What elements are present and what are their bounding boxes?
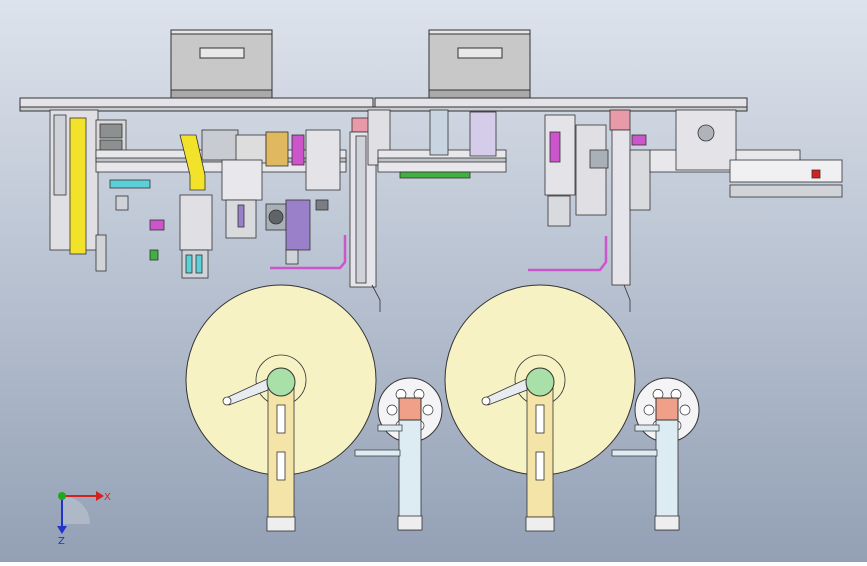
lever-knob-2: [481, 396, 491, 406]
axis-z-label: Z: [58, 536, 65, 547]
axis-triad: X Z: [57, 491, 111, 547]
small-reel-hole: [679, 404, 691, 416]
small-reel-hole: [386, 404, 398, 416]
arm-slot-b-2: [535, 451, 545, 481]
small-arm-bar-2: [611, 449, 658, 457]
small-arm-link-1: [377, 424, 403, 432]
top-box-left: [170, 29, 273, 99]
small-arm-link-2: [634, 424, 660, 432]
hub-green-1: [266, 367, 296, 397]
hub-green-2: [525, 367, 555, 397]
small-arm-foot-1: [397, 515, 423, 531]
hub-salmon-2: [655, 397, 679, 421]
machinery: [49, 109, 843, 312]
arm-slot-a-1: [276, 404, 286, 434]
base-plate: [19, 97, 748, 112]
small-arm-1: [398, 419, 422, 531]
arm-slot-a-2: [535, 404, 545, 434]
axis-x-label: X: [104, 492, 111, 503]
lever-knob-1: [222, 396, 232, 406]
arm-foot-1: [266, 516, 296, 532]
arm-foot-2: [525, 516, 555, 532]
small-arm-bar-1: [354, 449, 401, 457]
small-reel-hole: [422, 404, 434, 416]
top-box-right: [428, 29, 531, 99]
hub-salmon-1: [398, 397, 422, 421]
small-arm-2: [655, 419, 679, 531]
arm-slot-b-1: [276, 451, 286, 481]
small-reel-hole: [643, 404, 655, 416]
small-arm-foot-2: [654, 515, 680, 531]
